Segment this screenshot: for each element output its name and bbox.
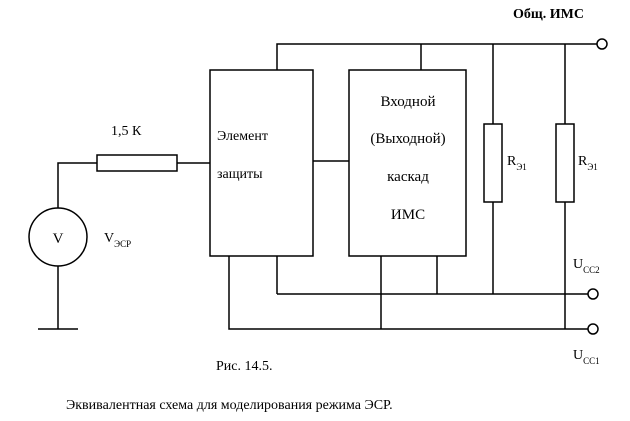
protection-element-box bbox=[209, 69, 314, 257]
r1-label-main: R bbox=[507, 154, 517, 169]
esr-label-main: V bbox=[104, 231, 114, 246]
r2-label-sub: Э1 bbox=[587, 162, 597, 172]
top-rail-wire bbox=[276, 43, 597, 70]
r1-label: RЭ1 bbox=[507, 154, 527, 172]
protection-label-line1: Элемент bbox=[217, 129, 268, 144]
common-terminal-label: Общ. ИМС bbox=[513, 7, 584, 22]
ic-stage-box bbox=[348, 69, 467, 257]
stage-label-line4: ИМС bbox=[391, 207, 425, 223]
ucc1-label-sub: CC1 bbox=[583, 356, 600, 366]
series-resistor bbox=[96, 154, 178, 172]
voltmeter-symbol: V bbox=[53, 231, 64, 247]
protection-label-line2: защиты bbox=[217, 167, 263, 182]
voltmeter-circle bbox=[28, 207, 88, 267]
ucc2-label-sub: CC2 bbox=[583, 265, 600, 275]
esr-label-sub: ЭСР bbox=[114, 239, 131, 249]
shunt-resistor-2 bbox=[555, 123, 575, 203]
ucc2-label: UCC2 bbox=[573, 257, 600, 275]
esr-source-wire bbox=[57, 162, 97, 208]
r1-label-sub: Э1 bbox=[516, 162, 526, 172]
stage-label-line1: Входной bbox=[381, 94, 436, 110]
resistor-value-label: 1,5 К bbox=[111, 124, 142, 139]
stage-label-line2: (Выходной) bbox=[370, 131, 445, 147]
r2-label-main: R bbox=[578, 154, 588, 169]
common-terminal bbox=[596, 38, 608, 50]
r2-label: RЭ1 bbox=[578, 154, 598, 172]
ucc1-rail-wire bbox=[228, 256, 597, 330]
ucc1-label: UCC1 bbox=[573, 348, 600, 366]
ucc1-label-main: U bbox=[573, 348, 583, 363]
ucc2-label-main: U bbox=[573, 257, 583, 272]
figure-number: Рис. 14.5. bbox=[216, 359, 273, 374]
stage-label-line3: каскад bbox=[387, 169, 429, 185]
ucc1-terminal bbox=[587, 323, 599, 335]
wires bbox=[57, 43, 597, 330]
figure-caption: Эквивалентная схема для моделирования ре… bbox=[66, 398, 393, 413]
shunt-resistor-1 bbox=[483, 123, 503, 203]
ucc2-terminal bbox=[587, 288, 599, 300]
esr-voltage-label: VЭСР bbox=[104, 231, 131, 249]
